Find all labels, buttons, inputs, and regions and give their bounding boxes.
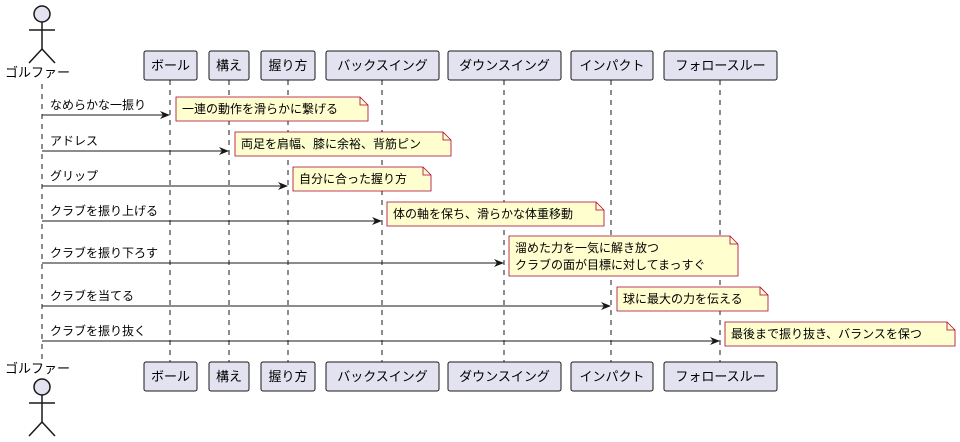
participant-grip: 握り方 [260, 361, 316, 392]
stick-figure-icon [28, 378, 56, 437]
svg-text:フォロースルー: フォロースルー [675, 370, 765, 385]
svg-text:構え: 構え [216, 370, 242, 385]
message-2: アドレス [42, 134, 229, 155]
message-7: クラブを振り抜く [42, 323, 720, 345]
note-5: 溜めた力を一気に解き放つ クラブの面が目標に対してまっすぐ [508, 235, 739, 277]
note-text: クラブの面が目標に対してまっすぐ [515, 257, 706, 272]
note-4: 体の軸を保ち、滑らかな体重移動 [386, 201, 605, 227]
participant-grip: 握り方 [260, 50, 316, 81]
message-label: なめらかな一振り [50, 98, 146, 112]
participant-downswing: ダウンスイング [447, 361, 562, 392]
svg-text:ボール: ボール [151, 59, 190, 74]
note-text: 最後まで振り抜き、バランスを保つ [731, 327, 922, 341]
note-text: 一連の動作を滑らかに繋げる [182, 101, 338, 116]
svg-text:構え: 構え [216, 59, 242, 74]
svg-text:バックスイング: バックスイング [337, 370, 428, 385]
note-6: 球に最大の力を伝える [616, 286, 769, 312]
participant-backswing: バックスイング [325, 50, 440, 81]
message-label: クラブを振り下ろす [50, 245, 158, 260]
participant-followthrough: フォロースルー [663, 50, 778, 81]
message-5: クラブを振り下ろす [42, 245, 504, 267]
participant-impact: インパクト [570, 50, 654, 81]
svg-text:インパクト: インパクト [579, 59, 644, 74]
note-7: 最後まで振り抜き、バランスを保つ [724, 321, 956, 347]
svg-text:ダウンスイング: ダウンスイング [459, 370, 550, 385]
message-label: クラブを振り抜く [50, 323, 146, 338]
svg-text:ボール: ボール [151, 370, 190, 385]
svg-text:インパクト: インパクト [579, 370, 644, 385]
note-3: 自分に合った握り方 [292, 166, 432, 192]
participant-downswing: ダウンスイング [447, 50, 562, 81]
note-text: 球に最大の力を伝える [623, 292, 743, 306]
message-label: アドレス [50, 134, 98, 148]
note-1: 一連の動作を滑らかに繋げる [175, 96, 369, 122]
message-4: クラブを振り上げる [42, 203, 382, 225]
message-label: クラブを振り上げる [50, 203, 158, 218]
message-3: グリップ [42, 169, 288, 190]
messages: なめらかな一振り 一連の動作を滑らかに繋げる アドレス 両足を肩幅、膝に余裕、背… [42, 96, 956, 347]
participants-bottom: ボール 構え 握り方 バックスイング ダウンスイング インパクト フォロースルー [143, 361, 778, 392]
actor-label: ゴルファー [5, 65, 70, 81]
participant-backswing: バックスイング [325, 361, 440, 392]
note-text: 体の軸を保ち、滑らかな体重移動 [393, 207, 573, 221]
svg-text:握り方: 握り方 [268, 369, 307, 385]
participant-stance: 構え [208, 50, 250, 81]
svg-text:ダウンスイング: ダウンスイング [459, 59, 550, 74]
actor-bottom: ゴルファー [5, 361, 70, 437]
message-label: グリップ [50, 169, 98, 183]
participant-stance: 構え [208, 361, 250, 392]
note-text: 溜めた力を一気に解き放つ [515, 240, 659, 255]
message-1: なめらかな一振り [42, 98, 170, 119]
participants-top: ボール 構え 握り方 バックスイング ダウンスイング インパクト フォロースルー [143, 50, 778, 81]
stick-figure-icon [28, 5, 56, 64]
message-6: クラブを当てる [42, 288, 611, 310]
note-text: 両足を肩幅、膝に余裕、背筋ピン [241, 136, 421, 151]
participant-impact: インパクト [570, 361, 654, 392]
note-2: 両足を肩幅、膝に余裕、背筋ピン [234, 131, 452, 157]
participant-followthrough: フォロースルー [663, 361, 778, 392]
participant-ball: ボール [143, 361, 198, 392]
actor-top: ゴルファー [5, 5, 70, 81]
actor-label: ゴルファー [5, 361, 70, 377]
svg-text:バックスイング: バックスイング [337, 59, 428, 74]
participant-ball: ボール [143, 50, 198, 81]
svg-text:握り方: 握り方 [268, 58, 307, 74]
message-label: クラブを当てる [50, 288, 134, 303]
svg-text:フォロースルー: フォロースルー [675, 59, 765, 74]
note-text: 自分に合った握り方 [299, 171, 407, 186]
